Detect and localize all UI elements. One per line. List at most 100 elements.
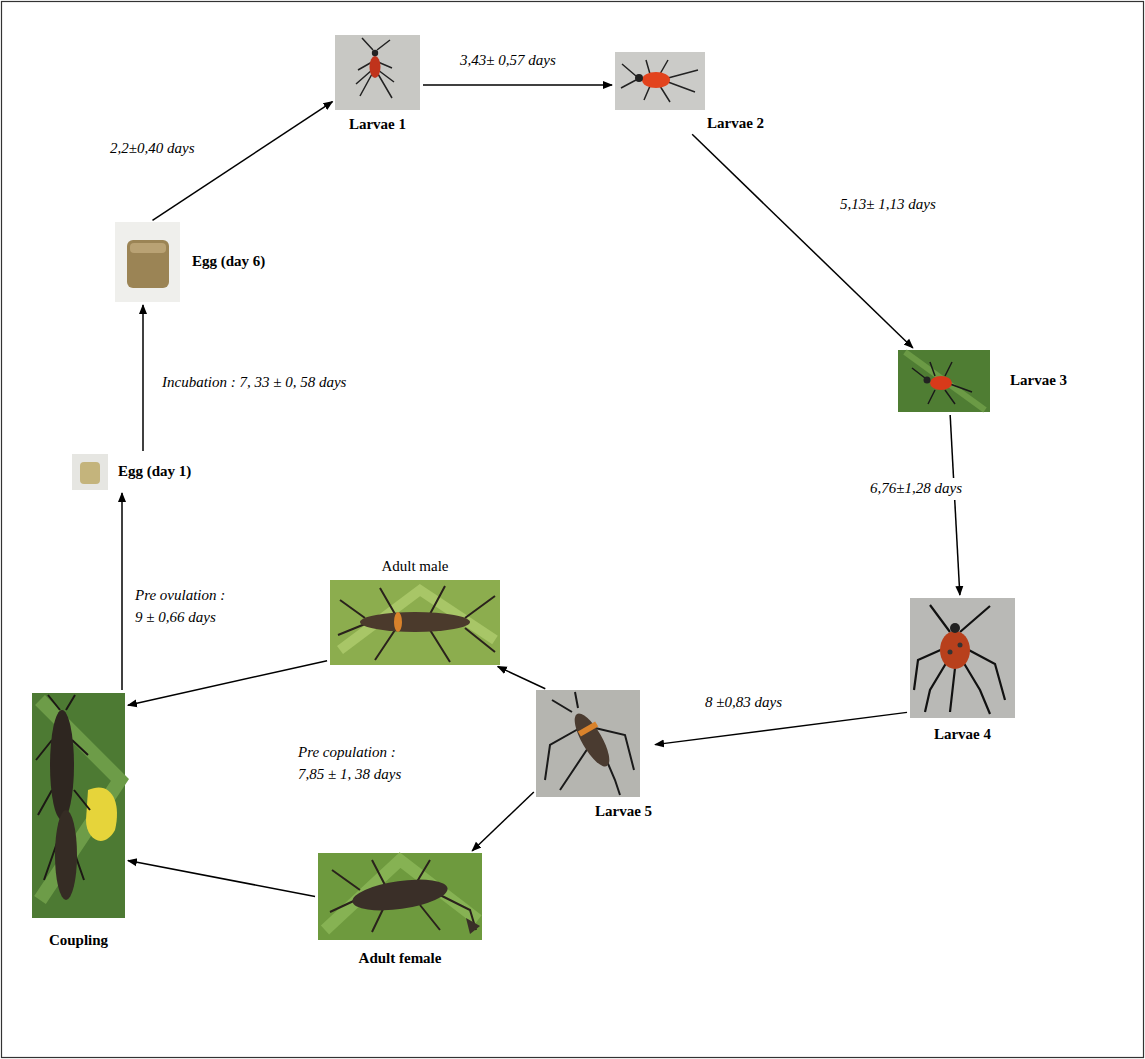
- egg-day-6-photo-detail: [115, 222, 180, 302]
- photo-frame: [335, 35, 420, 110]
- larva-3-photo-detail: [905, 352, 985, 410]
- larva-2-photo: [615, 52, 705, 110]
- stage-node: Coupling: [32, 693, 125, 949]
- coupling-photo-detail: [50, 710, 74, 820]
- duration-label: Pre ovulation : 9 ± 0,66 days: [133, 585, 233, 629]
- photo-frame: [32, 693, 125, 918]
- larva-3-photo: [898, 350, 990, 412]
- stage-label: Egg (day 6): [192, 253, 265, 270]
- photo-frame: [898, 350, 990, 412]
- adult-male-photo-detail: [330, 580, 500, 665]
- egg-day-1-photo-detail: [72, 454, 108, 490]
- larva-5-photo-detail: [578, 721, 598, 736]
- adult-male-photo-detail: [394, 612, 402, 632]
- adult-female-photo-detail: [466, 918, 480, 934]
- duration-label-box: 8 ±0,83 days: [703, 692, 784, 714]
- egg-day-1-photo: [72, 454, 108, 490]
- stage-arrow: [498, 667, 546, 689]
- adult-female-photo-detail: [325, 860, 478, 930]
- larva-5-photo-detail: [536, 690, 640, 797]
- duration-label: 2,2±0,40 days: [108, 138, 196, 160]
- stage-node: Larvae 3: [898, 350, 1067, 412]
- larva-1-photo-detail: [372, 50, 378, 56]
- stage-node: Egg (day 6): [115, 222, 265, 302]
- stage-node: Larvae 1: [335, 35, 420, 133]
- coupling-photo-detail: [32, 693, 125, 918]
- duration-label: 8 ±0,83 days: [703, 692, 784, 714]
- larva-2-photo-detail: [621, 60, 698, 102]
- larva-1-photo-detail: [335, 35, 420, 110]
- stage-arrow: [128, 661, 327, 706]
- larva-4-photo-detail: [948, 650, 953, 655]
- photo-frame: [115, 222, 180, 302]
- larva-4-photo-detail: [950, 623, 960, 633]
- stage-label: Larvae 3: [1010, 372, 1067, 389]
- larva-1-photo-detail: [356, 38, 394, 98]
- duration-label-box: 3,43± 0,57 days: [458, 50, 558, 72]
- photo-frame: [615, 52, 705, 110]
- larva-4-photo-detail: [940, 631, 970, 669]
- photo-frame: [910, 598, 1015, 718]
- egg-day-6-photo-detail: [127, 240, 169, 288]
- stage-arrow: [423, 84, 612, 86]
- larva-5-photo-detail: [568, 709, 615, 771]
- stage-arrow: [692, 134, 913, 348]
- adult-male-photo: [330, 580, 500, 665]
- stage-arrow: [950, 415, 960, 595]
- larva-4-photo: [910, 598, 1015, 718]
- stage-node: Larvae 4: [910, 598, 1015, 743]
- adult-female-photo-detail: [318, 853, 482, 940]
- larva-1-photo: [335, 35, 420, 110]
- duration-label: 6,76±1,28 days: [868, 478, 964, 500]
- photo-frame: [72, 454, 108, 490]
- larva-2-photo-detail: [635, 74, 643, 82]
- duration-label: Incubation : 7, 33 ± 0, 58 days: [160, 372, 348, 394]
- stage-node: Larvae 2: [615, 52, 764, 132]
- adult-male-photo-detail: [340, 590, 495, 650]
- photo-frame: [330, 580, 500, 665]
- coupling-photo-detail: [55, 810, 77, 900]
- coupling-photo: [32, 693, 125, 918]
- adult-male-photo-detail: [338, 586, 495, 662]
- stage-label: Adult male: [381, 558, 448, 575]
- stage-node: Adult female: [318, 853, 482, 967]
- note-label-box: Pre copulation : 7,85 ± 1, 38 days: [296, 742, 414, 786]
- larva-4-photo-detail: [910, 598, 1015, 718]
- egg-day-6-photo-detail: [130, 243, 166, 253]
- coupling-photo-detail: [86, 787, 117, 841]
- stage-label: Adult female: [359, 950, 442, 967]
- stage-arrow: [142, 305, 144, 451]
- egg-day-1-photo-detail: [80, 462, 100, 484]
- duration-label-box: 6,76±1,28 days: [868, 478, 964, 500]
- larva-4-photo-detail: [958, 643, 963, 648]
- stage-node: Adult male: [330, 558, 500, 665]
- stage-arrow: [153, 102, 333, 221]
- stage-label: Egg (day 1): [118, 463, 191, 480]
- stage-label: Larvae 2: [707, 115, 764, 132]
- stage-label: Larvae 1: [349, 116, 406, 133]
- larva-3-photo-detail: [924, 377, 931, 384]
- adult-female-photo-detail: [330, 860, 476, 932]
- larva-4-photo-detail: [914, 605, 1005, 714]
- egg-day-6-photo: [115, 222, 180, 302]
- stage-node: Egg (day 1): [72, 454, 191, 490]
- stage-arrow: [472, 792, 534, 851]
- larva-3-photo-detail: [930, 376, 952, 390]
- larva-3-photo-detail: [898, 350, 990, 412]
- larva-3-photo-detail: [912, 362, 972, 404]
- adult-female-photo-detail: [351, 874, 450, 915]
- larva-2-photo-detail: [615, 52, 705, 110]
- duration-label-box: Incubation : 7, 33 ± 0, 58 days: [160, 372, 348, 394]
- larva-5-photo-detail: [545, 692, 634, 795]
- larva-2-photo-detail: [642, 72, 670, 88]
- duration-label-box: Pre ovulation : 9 ± 0,66 days: [133, 585, 233, 629]
- stage-label: Coupling: [49, 932, 108, 949]
- stage-label: Larvae 5: [595, 803, 652, 820]
- duration-label: Pre copulation : 7,85 ± 1, 38 days: [296, 742, 414, 786]
- stage-arrow: [128, 861, 315, 897]
- stage-label: Larvae 4: [934, 726, 991, 743]
- adult-female-photo: [318, 853, 482, 940]
